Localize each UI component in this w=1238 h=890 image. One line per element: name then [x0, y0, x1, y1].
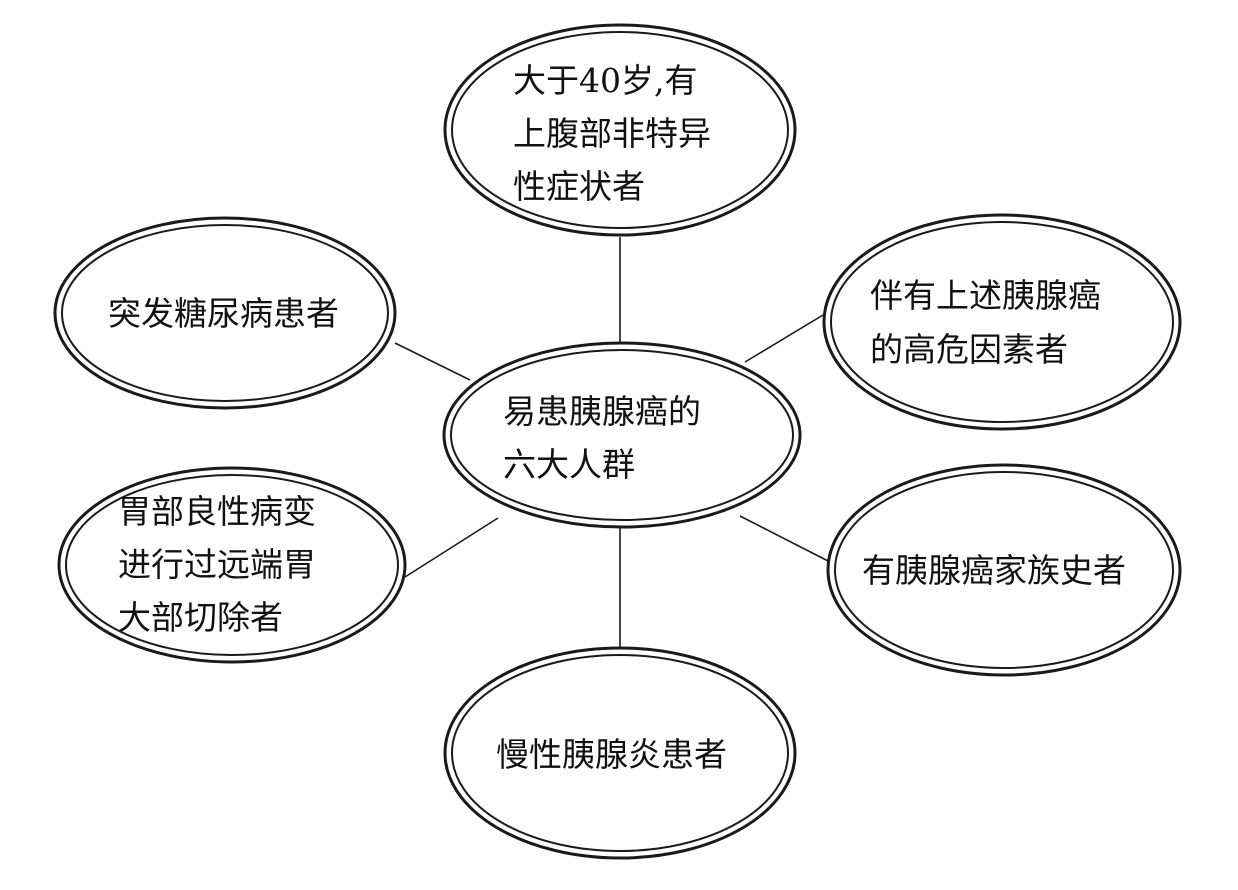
node-text-line: 慢性胰腺炎患者: [496, 735, 727, 774]
node-text-line: 胃部良性病变: [118, 492, 316, 531]
node-chronic-pancreatitis: 慢性胰腺炎患者: [443, 646, 797, 860]
node-text-line: 伴有上述胰腺癌: [870, 276, 1101, 315]
center-text-line: 易患胰腺癌的: [503, 392, 701, 431]
connector-right-top: [744, 311, 829, 363]
node-text-line: 进行过远端胃: [118, 545, 316, 584]
node-sudden-diabetes: 突发糖尿病患者: [53, 216, 397, 410]
node-age-over-40: 大于40岁,有 上腹部非特异 性症状者: [443, 23, 797, 237]
node-family-history: 有胰腺癌家族史者: [826, 463, 1182, 677]
node-text-line: 大于40岁,有: [513, 61, 697, 100]
node-high-risk-factors: 伴有上述胰腺癌 的高危因素者: [822, 213, 1182, 431]
node-text-line: 的高危因素者: [870, 330, 1068, 369]
node-text-line: 突发糖尿病患者: [108, 294, 339, 333]
node-gastrectomy: 胃部良性病变 进行过远端胃 大部切除者: [57, 466, 407, 664]
center-text-line: 六大人群: [503, 445, 635, 484]
center-node: 易患胰腺癌的 六大人群: [442, 341, 802, 529]
node-text-line: 大部切除者: [118, 598, 283, 637]
node-text-line: 有胰腺癌家族史者: [862, 551, 1126, 590]
connector-right-bottom: [739, 515, 831, 563]
node-text-line: 上腹部非特异: [513, 114, 711, 153]
connector-left-top: [394, 342, 471, 381]
connector-left-bottom: [404, 517, 499, 578]
node-text-line: 性症状者: [513, 167, 645, 206]
